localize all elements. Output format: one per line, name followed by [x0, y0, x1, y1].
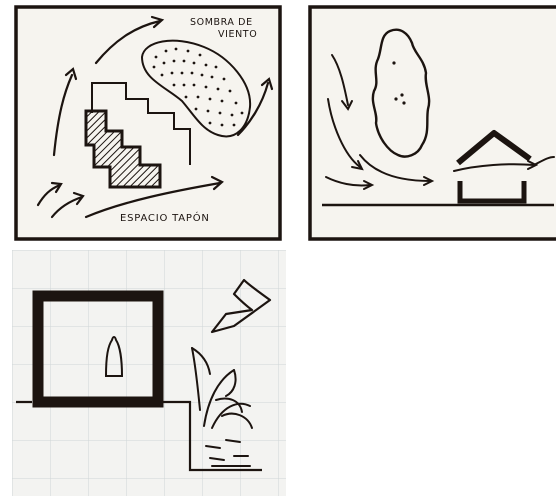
label-espacio-tapon: ESPACIO TAPÓN [120, 211, 210, 224]
sketch-wall-and-plants [12, 250, 286, 496]
grid-lines [12, 250, 286, 496]
label-viento: VIENTO [218, 29, 257, 40]
sketch-wind-shadow: SOMBRA DE VIENTO ESPACIO TAPÓN [14, 5, 282, 241]
label-sombra: SOMBRA DE [190, 17, 253, 28]
frame [16, 7, 280, 239]
sketch-vegetation-barrier [308, 5, 556, 241]
